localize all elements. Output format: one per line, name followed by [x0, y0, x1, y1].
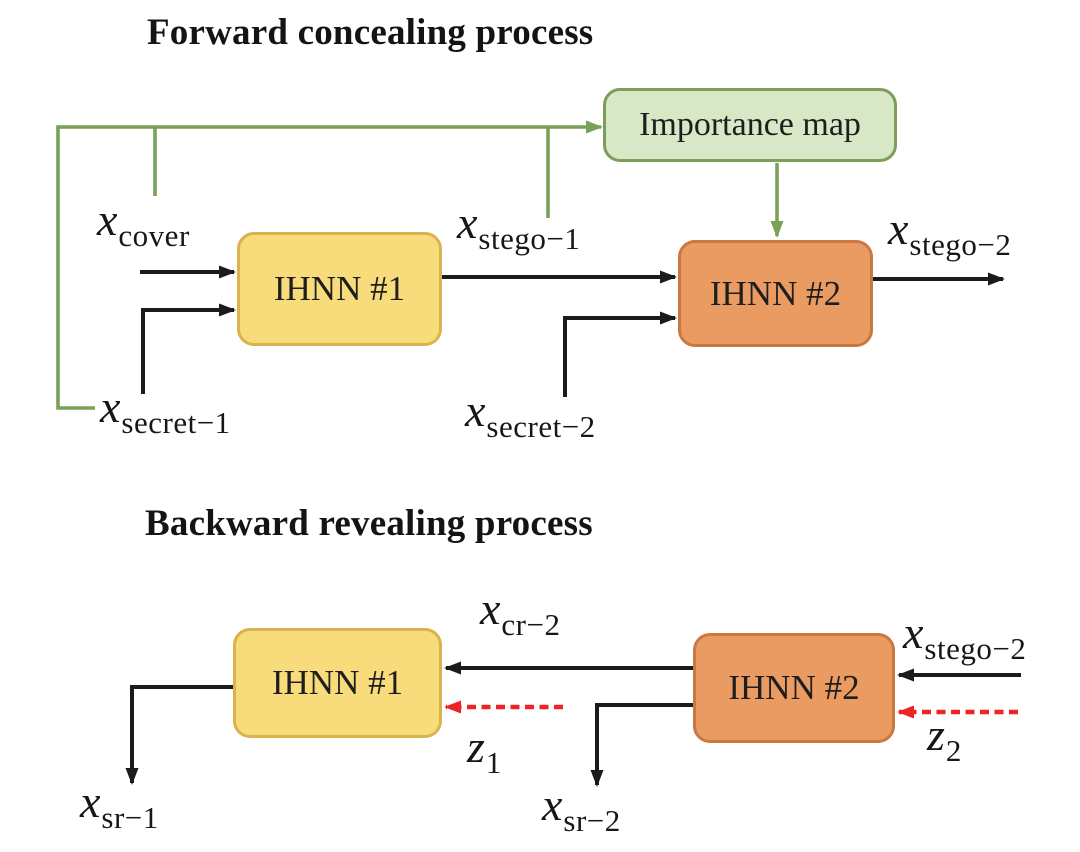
label-base-x-secret-2: x	[465, 385, 486, 436]
label-x-sr-1: xsr−1	[80, 776, 159, 834]
label-z-1: z1	[467, 721, 502, 779]
label-base-x-cover: x	[97, 194, 118, 245]
label-sub-x-secret-2: secret−2	[486, 409, 596, 444]
label-sub-x-stego-2-bottom: stego−2	[924, 631, 1027, 666]
label-base-x-sr-2: x	[542, 779, 563, 830]
label-x-cr-2: xcr−2	[480, 583, 561, 641]
label-x-sr-2: xsr−2	[542, 779, 621, 837]
backward-process-title: Backward revealing process	[145, 503, 593, 544]
label-sub-x-secret-1: secret−1	[121, 405, 231, 440]
label-base-x-stego-1: x	[457, 197, 478, 248]
label-base-x-stego-2-bottom: x	[903, 607, 924, 658]
edge-secret1-cover-to-importance	[56, 120, 603, 410]
node-importance-map: Importance map	[603, 88, 897, 162]
label-sub-x-stego-2-top: stego−2	[909, 227, 1012, 262]
label-x-cover: xcover	[97, 194, 190, 252]
node-label-ihnn2-forward: IHNN #2	[709, 273, 842, 313]
label-sub-x-cover: cover	[118, 218, 190, 253]
node-label-ihnn1-forward: IHNN #1	[273, 269, 406, 308]
node-label-ihnn1-backward: IHNN #1	[271, 663, 404, 702]
label-base-x-sr-1: x	[80, 776, 101, 827]
edge-secret2-to-ihnn2	[563, 311, 677, 397]
node-label-importance-map: Importance map	[639, 106, 861, 143]
node-label-ihnn2-backward: IHNN #2	[728, 668, 860, 707]
label-x-secret-1: xsecret−1	[100, 381, 231, 439]
label-sub-z-1: 1	[485, 745, 502, 780]
edge-secret1-to-ihnn1	[141, 303, 236, 394]
label-z-2: z2	[927, 709, 962, 767]
label-sub-x-sr-1: sr−1	[101, 800, 159, 835]
node-ihnn1-forward: IHNN #1	[237, 232, 442, 346]
node-ihnn2-backward: IHNN #2	[693, 633, 895, 743]
label-base-x-secret-1: x	[100, 381, 121, 432]
label-sub-x-cr-2: cr−2	[501, 607, 561, 642]
forward-process-title: Forward concealing process	[147, 12, 594, 53]
label-base-z-2: z	[927, 709, 945, 760]
edge-ihnn1-out-sr1	[125, 685, 233, 785]
label-sub-z-2: 2	[945, 733, 962, 768]
label-sub-x-sr-2: sr−2	[563, 803, 621, 838]
label-base-x-stego-2-top: x	[888, 203, 909, 254]
label-base-z-1: z	[467, 721, 485, 772]
label-x-stego-2-top: xstego−2	[888, 203, 1011, 261]
label-sub-x-stego-1: stego−1	[478, 221, 581, 256]
label-x-secret-2: xsecret−2	[465, 385, 596, 443]
label-x-stego-2-bottom: xstego−2	[903, 607, 1026, 665]
edge-ihnn2-out-sr2	[590, 703, 693, 787]
node-ihnn2-forward: IHNN #2	[678, 240, 873, 347]
label-x-stego-1: xstego−1	[457, 197, 580, 255]
node-ihnn1-backward: IHNN #1	[233, 628, 442, 738]
label-base-x-cr-2: x	[480, 583, 501, 634]
